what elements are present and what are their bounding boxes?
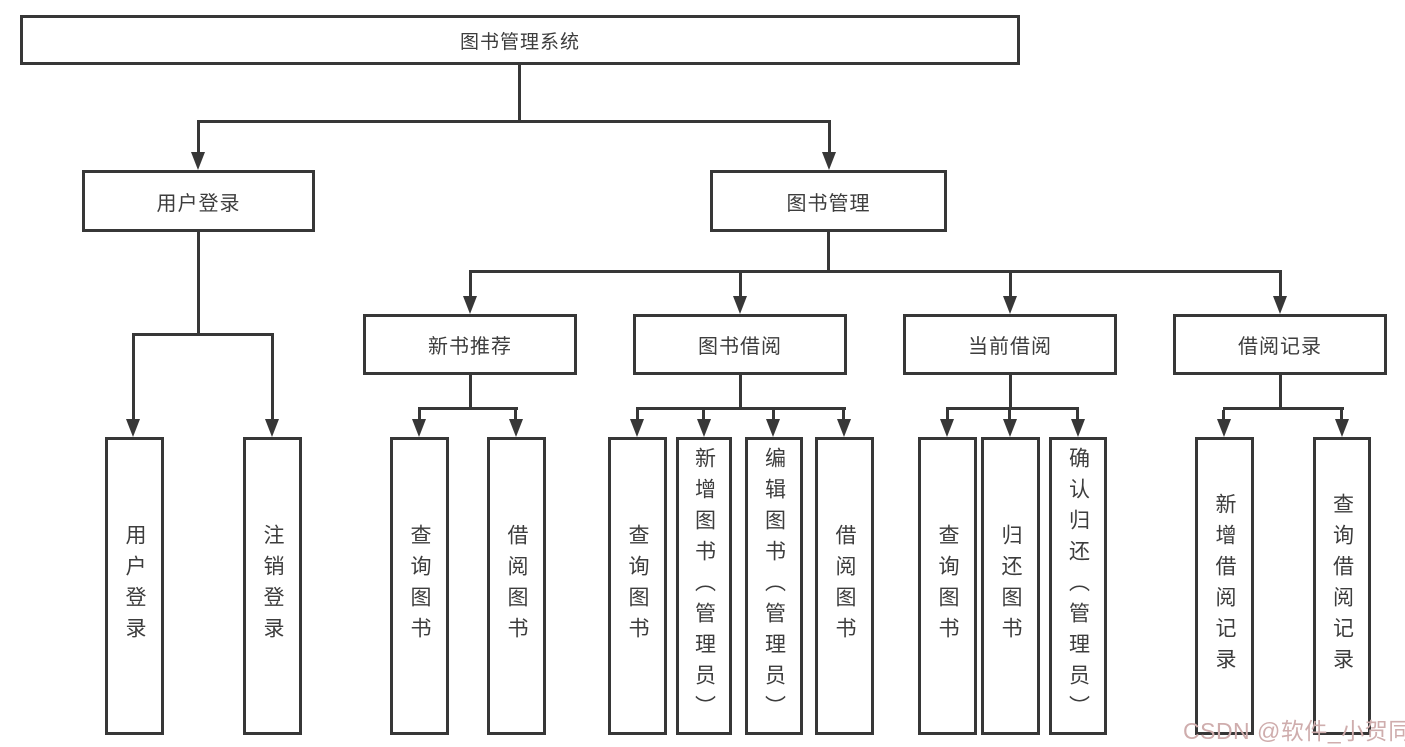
connector-line [1279, 375, 1282, 407]
node-label: 新增借阅记录 [1213, 493, 1236, 679]
arrow-down-icon [265, 419, 279, 437]
connector-line [1279, 273, 1282, 298]
connector-line [828, 123, 831, 154]
leaf-user-login: 用户登录 [105, 437, 164, 735]
leaf-add-book-admin: 新增图书（管理员） [676, 437, 732, 735]
arrow-down-icon [463, 296, 477, 314]
connector-line [271, 336, 274, 419]
connector-line [418, 407, 518, 410]
connector-line [469, 270, 1282, 273]
node-book-borrow: 图书借阅 [633, 314, 847, 375]
arrow-down-icon [1273, 296, 1287, 314]
connector-line [197, 232, 200, 333]
node-borrow-records: 借阅记录 [1173, 314, 1387, 375]
connector-line [469, 375, 472, 407]
connector-line [514, 410, 517, 421]
node-current-borrow: 当前借阅 [903, 314, 1117, 375]
leaf-query-borrow-record: 查询借阅记录 [1313, 437, 1371, 735]
connector-line [1009, 273, 1012, 298]
connector-line [636, 410, 639, 421]
connector-line [1008, 410, 1011, 421]
arrow-down-icon [822, 152, 836, 170]
leaf-query-books-borrow: 查询图书 [608, 437, 667, 735]
node-label: 图书借阅 [698, 336, 782, 358]
connector-line [1009, 375, 1012, 407]
connector-line [469, 273, 472, 298]
connector-line [739, 273, 742, 298]
csdn-watermark: CSDN @软件_小贺同学 [1183, 718, 1405, 744]
node-label: 查询图书 [408, 524, 431, 648]
node-label: 借阅图书 [833, 524, 856, 648]
node-user-login-branch: 用户登录 [82, 170, 315, 232]
connector-line [132, 336, 135, 419]
node-label: 用户登录 [156, 192, 241, 215]
leaf-borrow-books: 借阅图书 [815, 437, 874, 735]
arrow-down-icon [509, 419, 523, 437]
leaf-borrow-books-recommend: 借阅图书 [487, 437, 546, 735]
node-label: 借阅图书 [505, 524, 528, 648]
connector-line [132, 333, 274, 336]
node-label: 确认归还（管理员） [1066, 446, 1090, 726]
node-label: 编辑图书（管理员） [762, 446, 786, 726]
connector-line [1222, 410, 1225, 421]
connector-line [1223, 407, 1344, 410]
arrow-down-icon [837, 419, 851, 437]
node-label: 图书管理 [786, 192, 871, 215]
connector-line [418, 410, 421, 421]
connector-line [946, 407, 1079, 410]
connector-line [636, 407, 846, 410]
leaf-return-books: 归还图书 [981, 437, 1040, 735]
arrow-down-icon [733, 296, 747, 314]
node-label: 注销登录 [261, 524, 284, 648]
connector-line [197, 123, 200, 154]
leaf-edit-book-admin: 编辑图书（管理员） [745, 437, 803, 735]
node-book-management: 图书管理 [710, 170, 947, 232]
connector-line [702, 410, 705, 421]
arrow-down-icon [940, 419, 954, 437]
node-label: 新书推荐 [428, 336, 512, 358]
connector-line [739, 375, 742, 407]
arrow-down-icon [1071, 419, 1085, 437]
connector-line [842, 410, 845, 421]
node-label: 图书管理系统 [459, 31, 580, 53]
connector-line [827, 232, 830, 270]
connector-line [1076, 410, 1079, 421]
arrow-down-icon [766, 419, 780, 437]
arrow-down-icon [1335, 419, 1349, 437]
node-label: 当前借阅 [968, 336, 1052, 358]
node-label: 查询借阅记录 [1330, 493, 1354, 679]
arrow-down-icon [1003, 419, 1017, 437]
connector-line [946, 410, 949, 421]
node-library-system: 图书管理系统 [20, 15, 1020, 65]
arrow-down-icon [126, 419, 140, 437]
node-label: 查询图书 [626, 524, 649, 648]
leaf-query-books-current: 查询图书 [918, 437, 977, 735]
node-label: 归还图书 [999, 524, 1022, 648]
node-label: 新增图书（管理员） [692, 446, 716, 726]
leaf-add-borrow-record: 新增借阅记录 [1195, 437, 1254, 735]
leaf-confirm-return-admin: 确认归还（管理员） [1049, 437, 1107, 735]
arrow-down-icon [191, 152, 205, 170]
node-new-book-recommend: 新书推荐 [363, 314, 577, 375]
arrow-down-icon [697, 419, 711, 437]
leaf-query-books-recommend: 查询图书 [390, 437, 449, 735]
arrow-down-icon [1217, 419, 1231, 437]
node-label: 查询图书 [936, 524, 959, 648]
arrow-down-icon [1003, 296, 1017, 314]
connector-line [197, 120, 831, 123]
arrow-down-icon [412, 419, 426, 437]
node-label: 借阅记录 [1238, 336, 1322, 358]
connector-line [772, 410, 775, 421]
arrow-down-icon [630, 419, 644, 437]
connector-line [518, 65, 521, 121]
connector-line [1340, 410, 1343, 421]
node-label: 用户登录 [123, 524, 146, 648]
leaf-logout: 注销登录 [243, 437, 302, 735]
